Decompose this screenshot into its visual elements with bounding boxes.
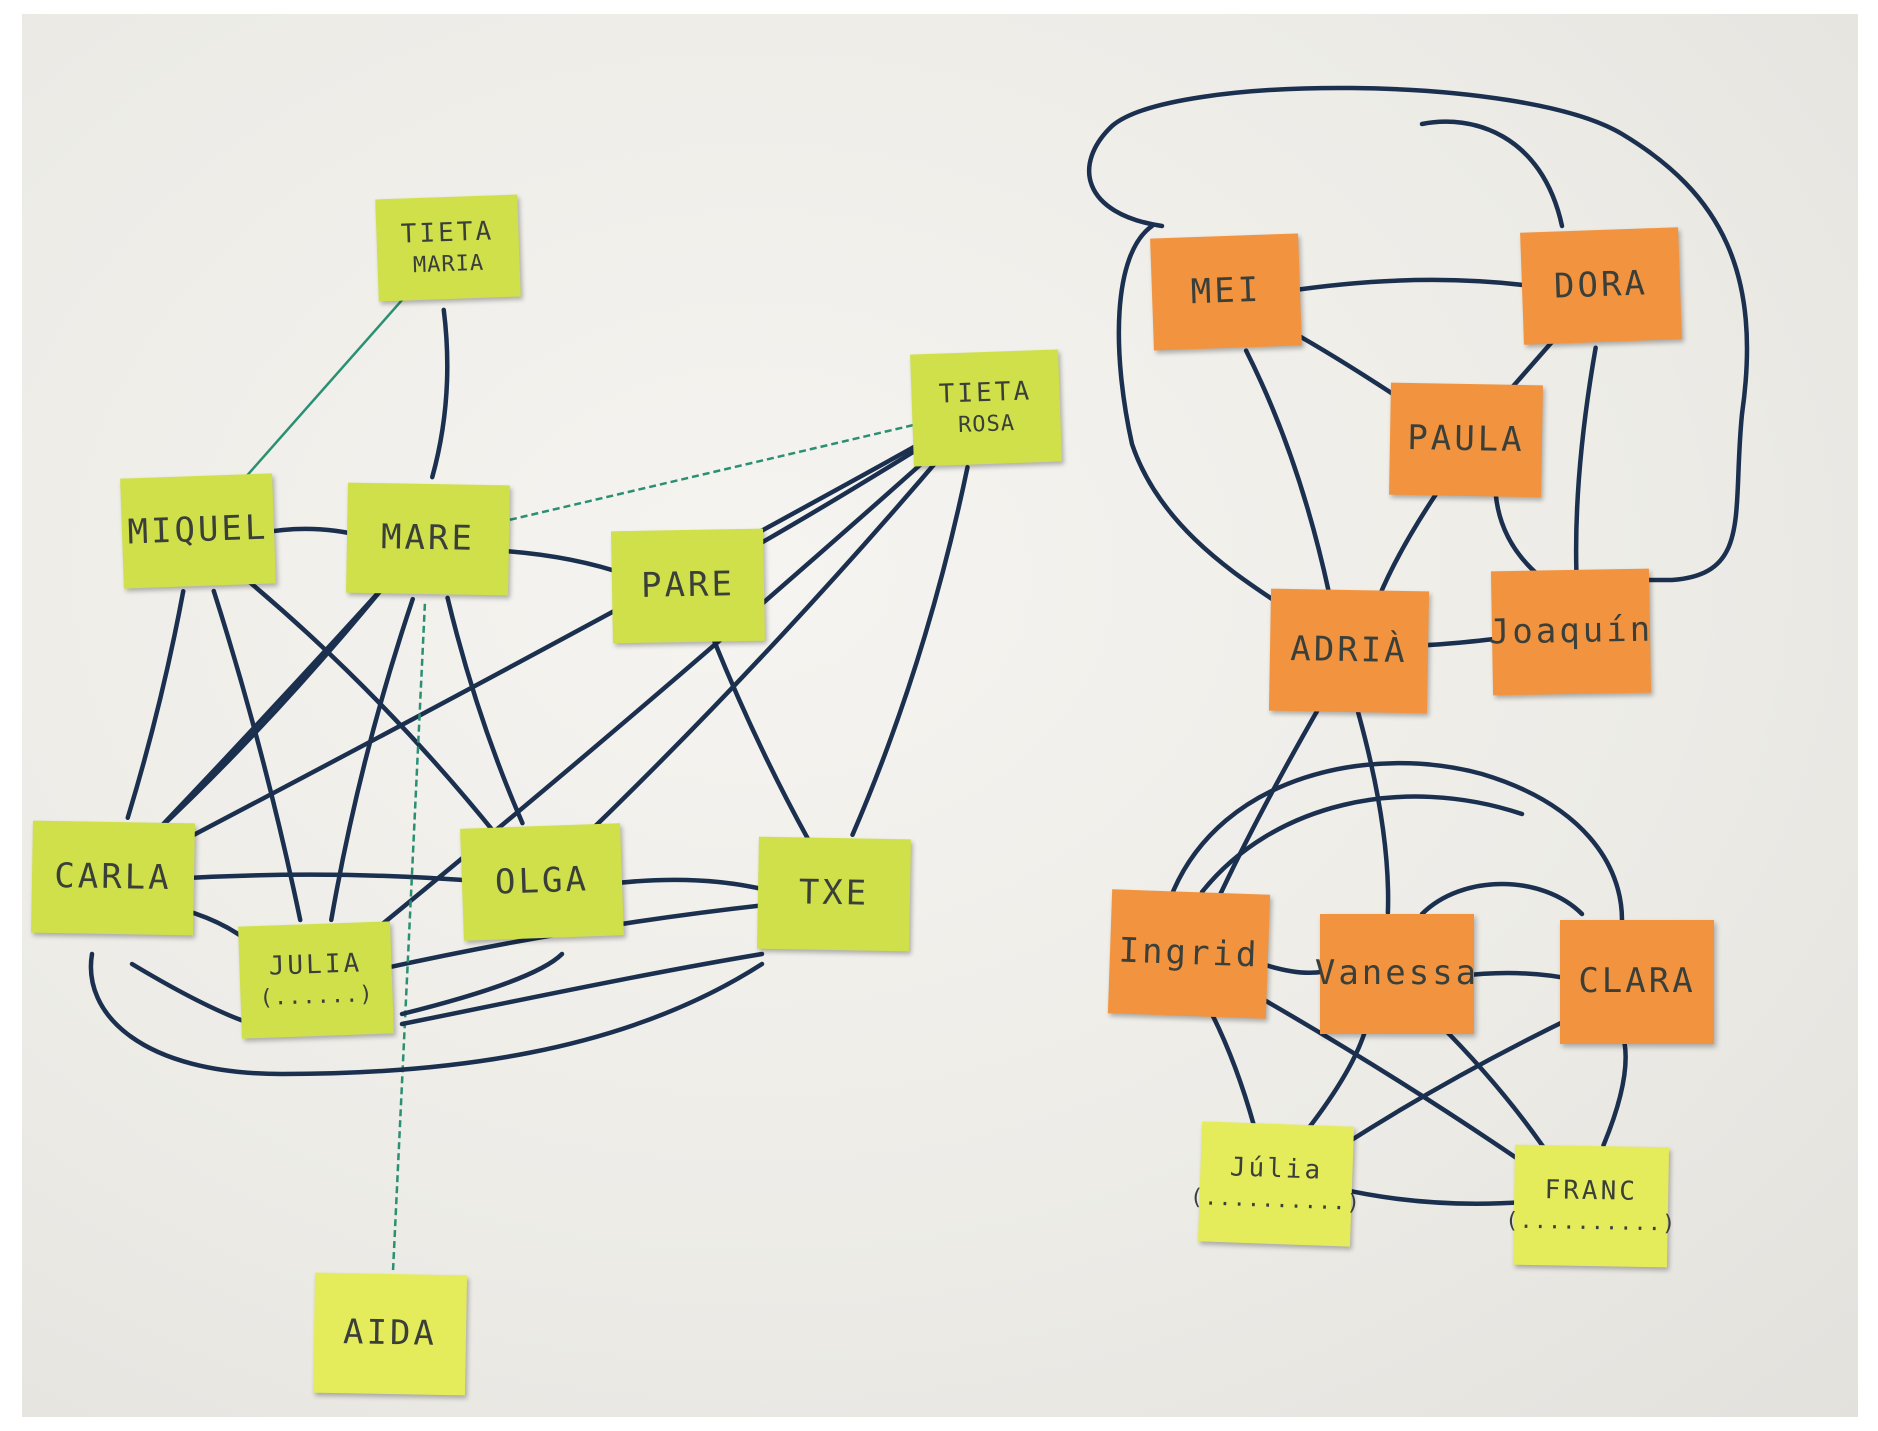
note-text-line-1: AIDA xyxy=(342,1312,438,1355)
edge-vanessa-fran xyxy=(1434,1019,1554,1161)
edge-mare-olga xyxy=(445,595,525,826)
sticky-note-txe: TXE xyxy=(757,836,911,952)
sticky-note-mare: MARE xyxy=(346,482,510,596)
edge-mei-adria xyxy=(1243,348,1332,595)
edge-tieta-maria-mare xyxy=(430,307,450,480)
loop-curve-6 xyxy=(1419,881,1585,917)
edge-mei-dora xyxy=(1285,277,1542,294)
sticky-note-mei: MEI xyxy=(1150,233,1302,351)
note-text-line-1: DORA xyxy=(1553,263,1649,307)
note-text-line-1: MIQUEL xyxy=(126,507,270,553)
sticky-note-julia-left: JULIA(......) xyxy=(238,921,394,1039)
edge-txe-olga xyxy=(601,877,775,894)
loop-curve-9 xyxy=(399,951,765,1027)
sticky-note-vanessa: Vanessa xyxy=(1315,914,1476,1034)
edge-paula-adria xyxy=(1376,491,1439,600)
edge-adria-vanessa xyxy=(1355,710,1391,915)
note-text-line-1: TXE xyxy=(798,872,870,914)
edge-ingrid-julia-right xyxy=(1208,1009,1257,1129)
sticky-note-joaquin: Joaquín xyxy=(1488,568,1654,696)
sticky-note-aida: AIDA xyxy=(312,1272,468,1396)
note-text-line-2: (..........) xyxy=(1189,1185,1362,1217)
sticky-note-adria: ADRIÀ xyxy=(1268,588,1430,714)
edge-mare-carla-b xyxy=(152,582,389,835)
note-text-line-1: MEI xyxy=(1190,270,1262,313)
sticky-note-olga: OLGA xyxy=(460,823,624,941)
note-text-line-1: Júlia xyxy=(1229,1152,1324,1186)
green-edge-aida-mare xyxy=(391,602,427,1271)
edge-dora-joaquin xyxy=(1573,345,1598,573)
sticky-note-julia-right: Júlia(..........) xyxy=(1190,1121,1361,1247)
note-text-line-1: Vanessa xyxy=(1314,953,1480,994)
edge-clara-fran xyxy=(1601,1040,1628,1148)
loop-curve-5 xyxy=(1199,794,1525,895)
sticky-note-ingrid: Ingrid xyxy=(1107,889,1271,1019)
note-text-line-1: Ingrid xyxy=(1117,930,1261,976)
note-text-line-1: MARE xyxy=(380,517,476,560)
edge-mare-pare xyxy=(486,547,630,578)
note-text-line-2: (......) xyxy=(259,982,374,1012)
loop-curve-8 xyxy=(129,961,255,1027)
loop-curve-4 xyxy=(1169,760,1625,923)
edge-vanessa-julia-right xyxy=(1304,1025,1369,1133)
edge-tieta-rosa-carla xyxy=(165,435,934,851)
loop-curve-7 xyxy=(88,951,765,1077)
edge-paula-joaquin xyxy=(1493,492,1544,580)
green-edge-miquel-tieta-maria xyxy=(239,295,407,484)
note-text-line-1: CLARA xyxy=(1578,961,1696,1002)
note-text-line-1: PAULA xyxy=(1406,418,1526,461)
note-text-line-1: CARLA xyxy=(53,856,173,899)
edge-miquel-carla xyxy=(125,588,186,821)
sticky-note-carla: CARLA xyxy=(31,820,195,936)
note-text-line-1: Joaquín xyxy=(1488,609,1654,653)
loop-curve-2 xyxy=(1116,223,1285,609)
note-text-line-1: PARE xyxy=(640,564,736,607)
edge-ingrid-fran xyxy=(1239,984,1541,1176)
edge-pare-txe xyxy=(712,639,810,841)
note-text-line-1: FRANC xyxy=(1544,1174,1639,1207)
edge-julia-right-fran xyxy=(1335,1186,1532,1206)
edge-miquel-olga xyxy=(239,573,501,840)
loop-curve-3 xyxy=(1419,119,1565,229)
sticky-note-fran: FRANC(..........) xyxy=(1505,1144,1676,1268)
note-text-line-1: JULIA xyxy=(268,948,363,982)
note-text-line-1: TIETA xyxy=(938,376,1033,410)
sticky-note-pare: PARE xyxy=(611,528,765,644)
note-text-line-2: (..........) xyxy=(1505,1208,1677,1237)
green-edge-tieta-rosa-mare xyxy=(490,421,924,526)
edge-tieta-rosa-txe xyxy=(850,464,970,838)
curve-layer xyxy=(88,85,1750,1077)
note-text-line-2: ROSA xyxy=(957,411,1016,439)
edge-mare-julia-left xyxy=(329,596,415,923)
note-text-line-1: ADRIÀ xyxy=(1289,629,1409,672)
loop-curve-1 xyxy=(1086,85,1750,583)
sticky-note-paula: PAULA xyxy=(1389,382,1543,498)
sticky-note-clara: CLARA xyxy=(1560,920,1714,1044)
edge-tieta-rosa-julia-left xyxy=(360,446,942,942)
sticky-note-miquel: MIQUEL xyxy=(120,473,276,589)
sticky-note-dora: DORA xyxy=(1520,227,1682,345)
loop-curve-10 xyxy=(399,951,565,1017)
edge-clara-julia-right xyxy=(1327,1010,1586,1156)
note-text-line-1: TIETA xyxy=(400,216,495,250)
edge-tieta-rosa-olga xyxy=(582,450,946,840)
note-text-line-1: OLGA xyxy=(494,859,590,903)
edge-carla-olga xyxy=(172,872,483,884)
note-text-line-2: MARIA xyxy=(412,250,485,279)
edge-adria-ingrid xyxy=(1215,703,1323,902)
